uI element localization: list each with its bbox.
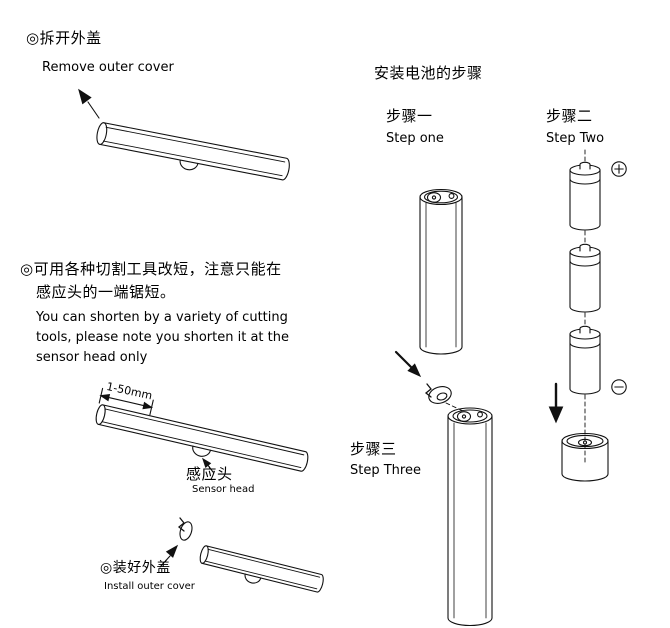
remove-cover-title-en: Remove outer cover <box>42 60 174 75</box>
remove-cover-title-zh: ◎拆开外盖 <box>26 29 102 47</box>
outer-cover-cap-icon <box>178 518 194 542</box>
insert-down-arrow-icon <box>548 384 564 424</box>
shorten-note-zh-line1: ◎可用各种切割工具改短，注意只能在 <box>20 260 282 278</box>
step-one-arrow-icon <box>396 352 422 378</box>
step-two-label-zh: 步骤二 <box>546 107 593 125</box>
sensor-bump <box>244 574 261 585</box>
plus-icon <box>612 162 626 176</box>
sensor-head-leader-arrow-icon <box>202 457 213 472</box>
sensor-head-label-en: Sensor head <box>192 484 255 495</box>
battery-cell <box>570 244 600 312</box>
shorten-note-en: You can shorten by a variety of cutting … <box>36 310 289 366</box>
battery-cell <box>570 326 600 394</box>
battery-tube-opening-drawing <box>562 434 608 482</box>
end-cap-with-clip-icon <box>426 384 463 411</box>
step-three-tube-drawing <box>448 408 492 626</box>
step-three-label-zh: 步骤三 <box>350 440 397 458</box>
battery-steps-title: 安装电池的步骤 <box>374 64 483 82</box>
step-two-label-en: Step Two <box>546 131 605 146</box>
step-three-label-en: Step Three <box>350 463 421 478</box>
sensor-bump <box>191 446 210 458</box>
remove-cover-arrow-icon <box>78 88 99 118</box>
sensor-head-label-zh: 感应头 <box>186 465 233 483</box>
dimension-marks <box>99 388 153 414</box>
step-one-label-en: Step one <box>386 131 444 146</box>
sensor-bump <box>179 160 198 171</box>
battery-cell <box>570 162 600 230</box>
install-cover-title-zh: ◎装好外盖 <box>100 560 171 576</box>
step-one-tube-drawing <box>420 190 462 355</box>
shorten-tube-drawing <box>93 388 313 479</box>
step-one-label-zh: 步骤一 <box>386 107 433 125</box>
install-cover-title-en: Install outer cover <box>104 581 195 592</box>
battery-column-drawing <box>548 150 627 482</box>
install-cover-arrow-icon <box>160 544 179 567</box>
minus-icon <box>612 380 626 394</box>
remove-cover-tube-drawing <box>94 122 291 189</box>
shorten-note-zh-line2: 感应头的一端锯短。 <box>36 283 176 301</box>
install-cover-tube-drawing <box>197 545 325 600</box>
